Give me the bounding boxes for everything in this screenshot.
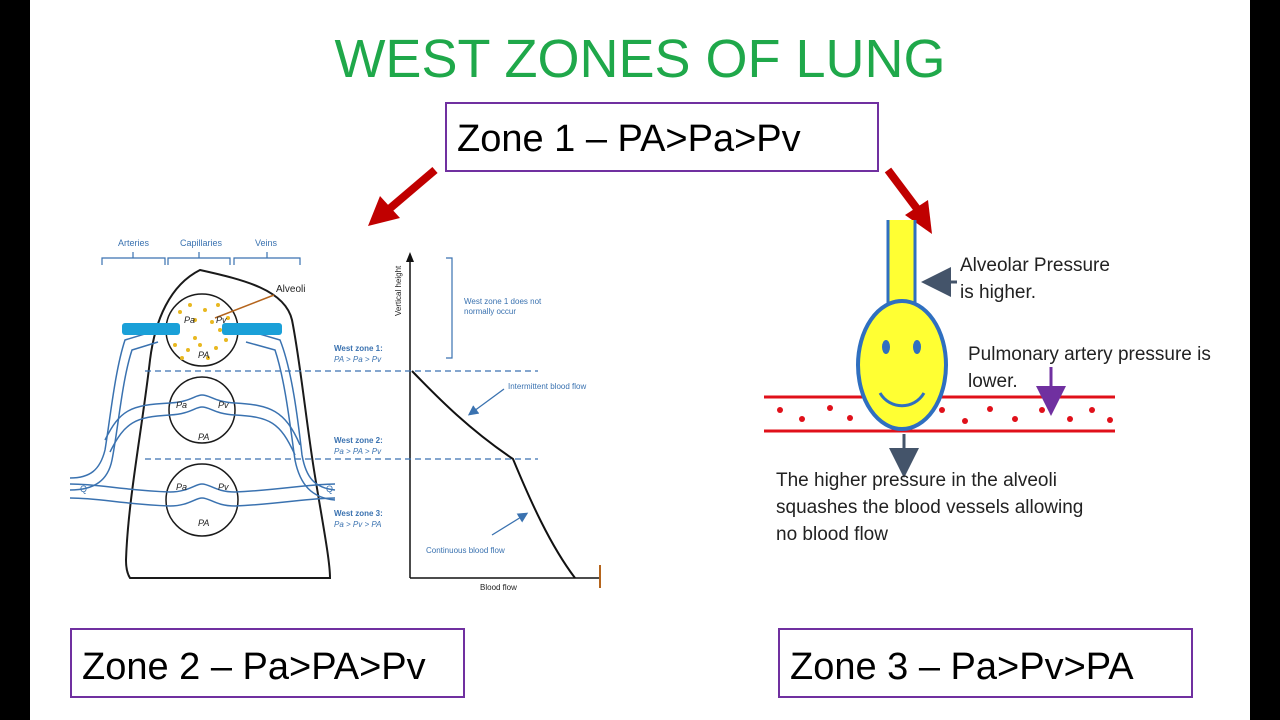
zone1-note-line1: West zone 1 does not: [464, 297, 542, 306]
pa-label-top: Pa: [184, 315, 195, 325]
slide: WEST ZONES OF LUNG Zone 1 – PA>Pa>Pv Zon…: [30, 0, 1250, 720]
continuous-label: Continuous blood flow: [426, 546, 505, 555]
zone-1-box: Zone 1 – PA>Pa>Pv: [445, 102, 879, 172]
zone-1-label: Zone 1 – PA>Pa>Pv: [457, 118, 801, 160]
x-axis-label: Blood flow: [480, 583, 517, 592]
alveoli-label: Alveoli: [276, 284, 305, 295]
alveolar-pressure-line1: Alveolar Pressure: [960, 255, 1110, 276]
pulmonary-pressure-line1: Pulmonary artery pressure is: [968, 344, 1211, 365]
zone2-equation: Pa > PA > Pv: [334, 447, 382, 456]
veins-label: Veins: [255, 238, 278, 248]
explanation-line2: squashes the blood vessels allowing: [776, 497, 1084, 518]
pA-label-bottom: PA: [198, 518, 209, 528]
explanation-note: The higher pressure in the alveoli squas…: [776, 467, 1083, 548]
graph-labels: Vertical height Blood flow West zone 1 d…: [334, 265, 586, 592]
alveolus-face-icon: [856, 220, 948, 431]
capillaries-label: Capillaries: [180, 238, 223, 248]
zone3-title: West zone 3:: [334, 509, 383, 518]
zone3-equation: Pa > Pv > PA: [334, 520, 381, 529]
lung-schematic-labels: Arteries Capillaries Veins Alveoli Pa Pv…: [80, 238, 333, 528]
pa-label-mid: Pa: [176, 400, 187, 410]
arteries-label: Arteries: [118, 238, 150, 248]
red-arrow-left-icon: [368, 166, 438, 226]
zone1-title: West zone 1:: [334, 344, 383, 353]
slide-title: WEST ZONES OF LUNG: [334, 29, 946, 89]
explanation-line1: The higher pressure in the alveoli: [776, 470, 1057, 491]
blood-cell-dots: [777, 405, 1113, 424]
alveolar-pressure-line2: is higher.: [960, 282, 1037, 303]
zone1-equation: PA > Pa > Pv: [334, 355, 382, 364]
zone-3-label: Zone 3 – Pa>Pv>PA: [790, 646, 1134, 688]
zone-3-box: Zone 3 – Pa>Pv>PA: [778, 628, 1193, 698]
diagram-canvas: Arteries Capillaries Veins Alveoli Pa Pv…: [69, 166, 1115, 592]
red-arrow-right-icon: [884, 167, 932, 234]
explanation-line3: no blood flow: [776, 524, 888, 545]
lung-schematic: [69, 252, 336, 579]
pv-label-top: Pv: [216, 315, 227, 325]
pv-label-bottom: Pv: [218, 482, 229, 492]
y-axis-label: Vertical height: [394, 265, 403, 316]
intermittent-label: Intermittent blood flow: [508, 382, 586, 391]
pA-label-mid: PA: [198, 432, 209, 442]
zone-2-label: Zone 2 – Pa>PA>Pv: [82, 646, 426, 688]
pulmonary-pressure-note: Pulmonary artery pressure is lower.: [968, 341, 1211, 395]
pv-label-mid: Pv: [218, 400, 229, 410]
flow-out-label: Q̇: [326, 484, 333, 494]
zone2-title: West zone 2:: [334, 436, 383, 445]
blood-flow-graph: [145, 252, 601, 588]
zone-2-box: Zone 2 – Pa>PA>Pv: [70, 628, 465, 698]
pA-label-top: PA: [198, 350, 209, 360]
pa-label-bottom: Pa: [176, 482, 187, 492]
alveolar-pressure-note: Alveolar Pressure is higher.: [960, 252, 1110, 306]
flow-in-label: Q̇: [80, 484, 87, 494]
zone1-note-line2: normally occur: [464, 307, 516, 316]
pulmonary-pressure-line2: lower.: [968, 371, 1018, 392]
